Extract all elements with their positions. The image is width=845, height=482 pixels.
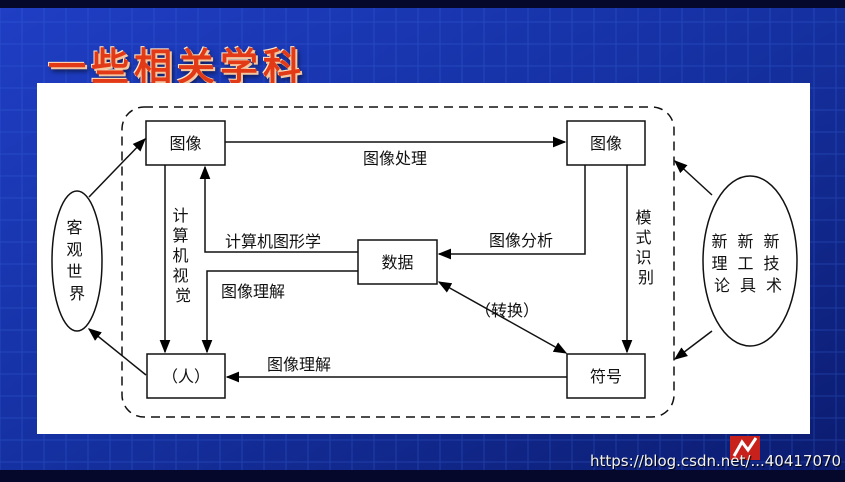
label-pattern-recognition: 模 式 识 别 (635, 208, 656, 287)
objective-world-label: 客 观 世 界 (66, 218, 87, 303)
person-label: （人） (162, 367, 210, 386)
label-image-processing: 图像处理 (363, 149, 427, 168)
image-input-box (145, 120, 226, 166)
watermark-text: https://blog.csdn.net/...40417070 (590, 452, 842, 470)
label-data-understanding: 图像理解 (221, 282, 285, 301)
new-methods-ellipse (702, 175, 798, 347)
label-computer-graphics: 计算机图形学 (225, 232, 321, 251)
data-label: 数据 (381, 253, 413, 272)
image-output-label: 图像 (590, 134, 622, 153)
dashed-boundary (121, 106, 675, 418)
new-theory-column: 新 理 论 (711, 232, 732, 295)
publisher-logo (730, 436, 760, 460)
related-disciplines-diagram: 图像 图像 数据 （人） 符号 客 观 世 界 新 理 论 新 工 具 新 技 … (37, 83, 810, 434)
arrow-image-analysis (437, 165, 586, 260)
new-tools-column: 新 工 具 (737, 232, 758, 295)
arrow-computer-graphics (199, 165, 358, 253)
label-image-analysis: 图像分析 (489, 231, 553, 250)
symbol-box (566, 353, 646, 399)
slide-title: 一些相关学科 (48, 45, 307, 89)
arrow-new-to-symbol (673, 330, 713, 360)
person-box (146, 353, 226, 399)
arrow-new-to-image (674, 160, 713, 196)
label-symbol-understanding: 图像理解 (267, 355, 331, 374)
data-box (357, 239, 438, 285)
symbol-label: 符号 (590, 367, 622, 386)
new-tech-column: 新 技 术 (763, 232, 784, 295)
label-conversion: （转换） (475, 301, 539, 320)
arrow-data-understanding (201, 270, 358, 354)
arrow-person-to-world (87, 328, 147, 376)
image-input-label: 图像 (169, 134, 201, 153)
image-output-box (566, 120, 646, 166)
objective-world-ellipse (51, 190, 103, 332)
arrow-conversion (437, 281, 568, 354)
label-computer-vision: 计 算 机 视 觉 (172, 206, 193, 305)
arrow-world-to-image (88, 138, 146, 198)
